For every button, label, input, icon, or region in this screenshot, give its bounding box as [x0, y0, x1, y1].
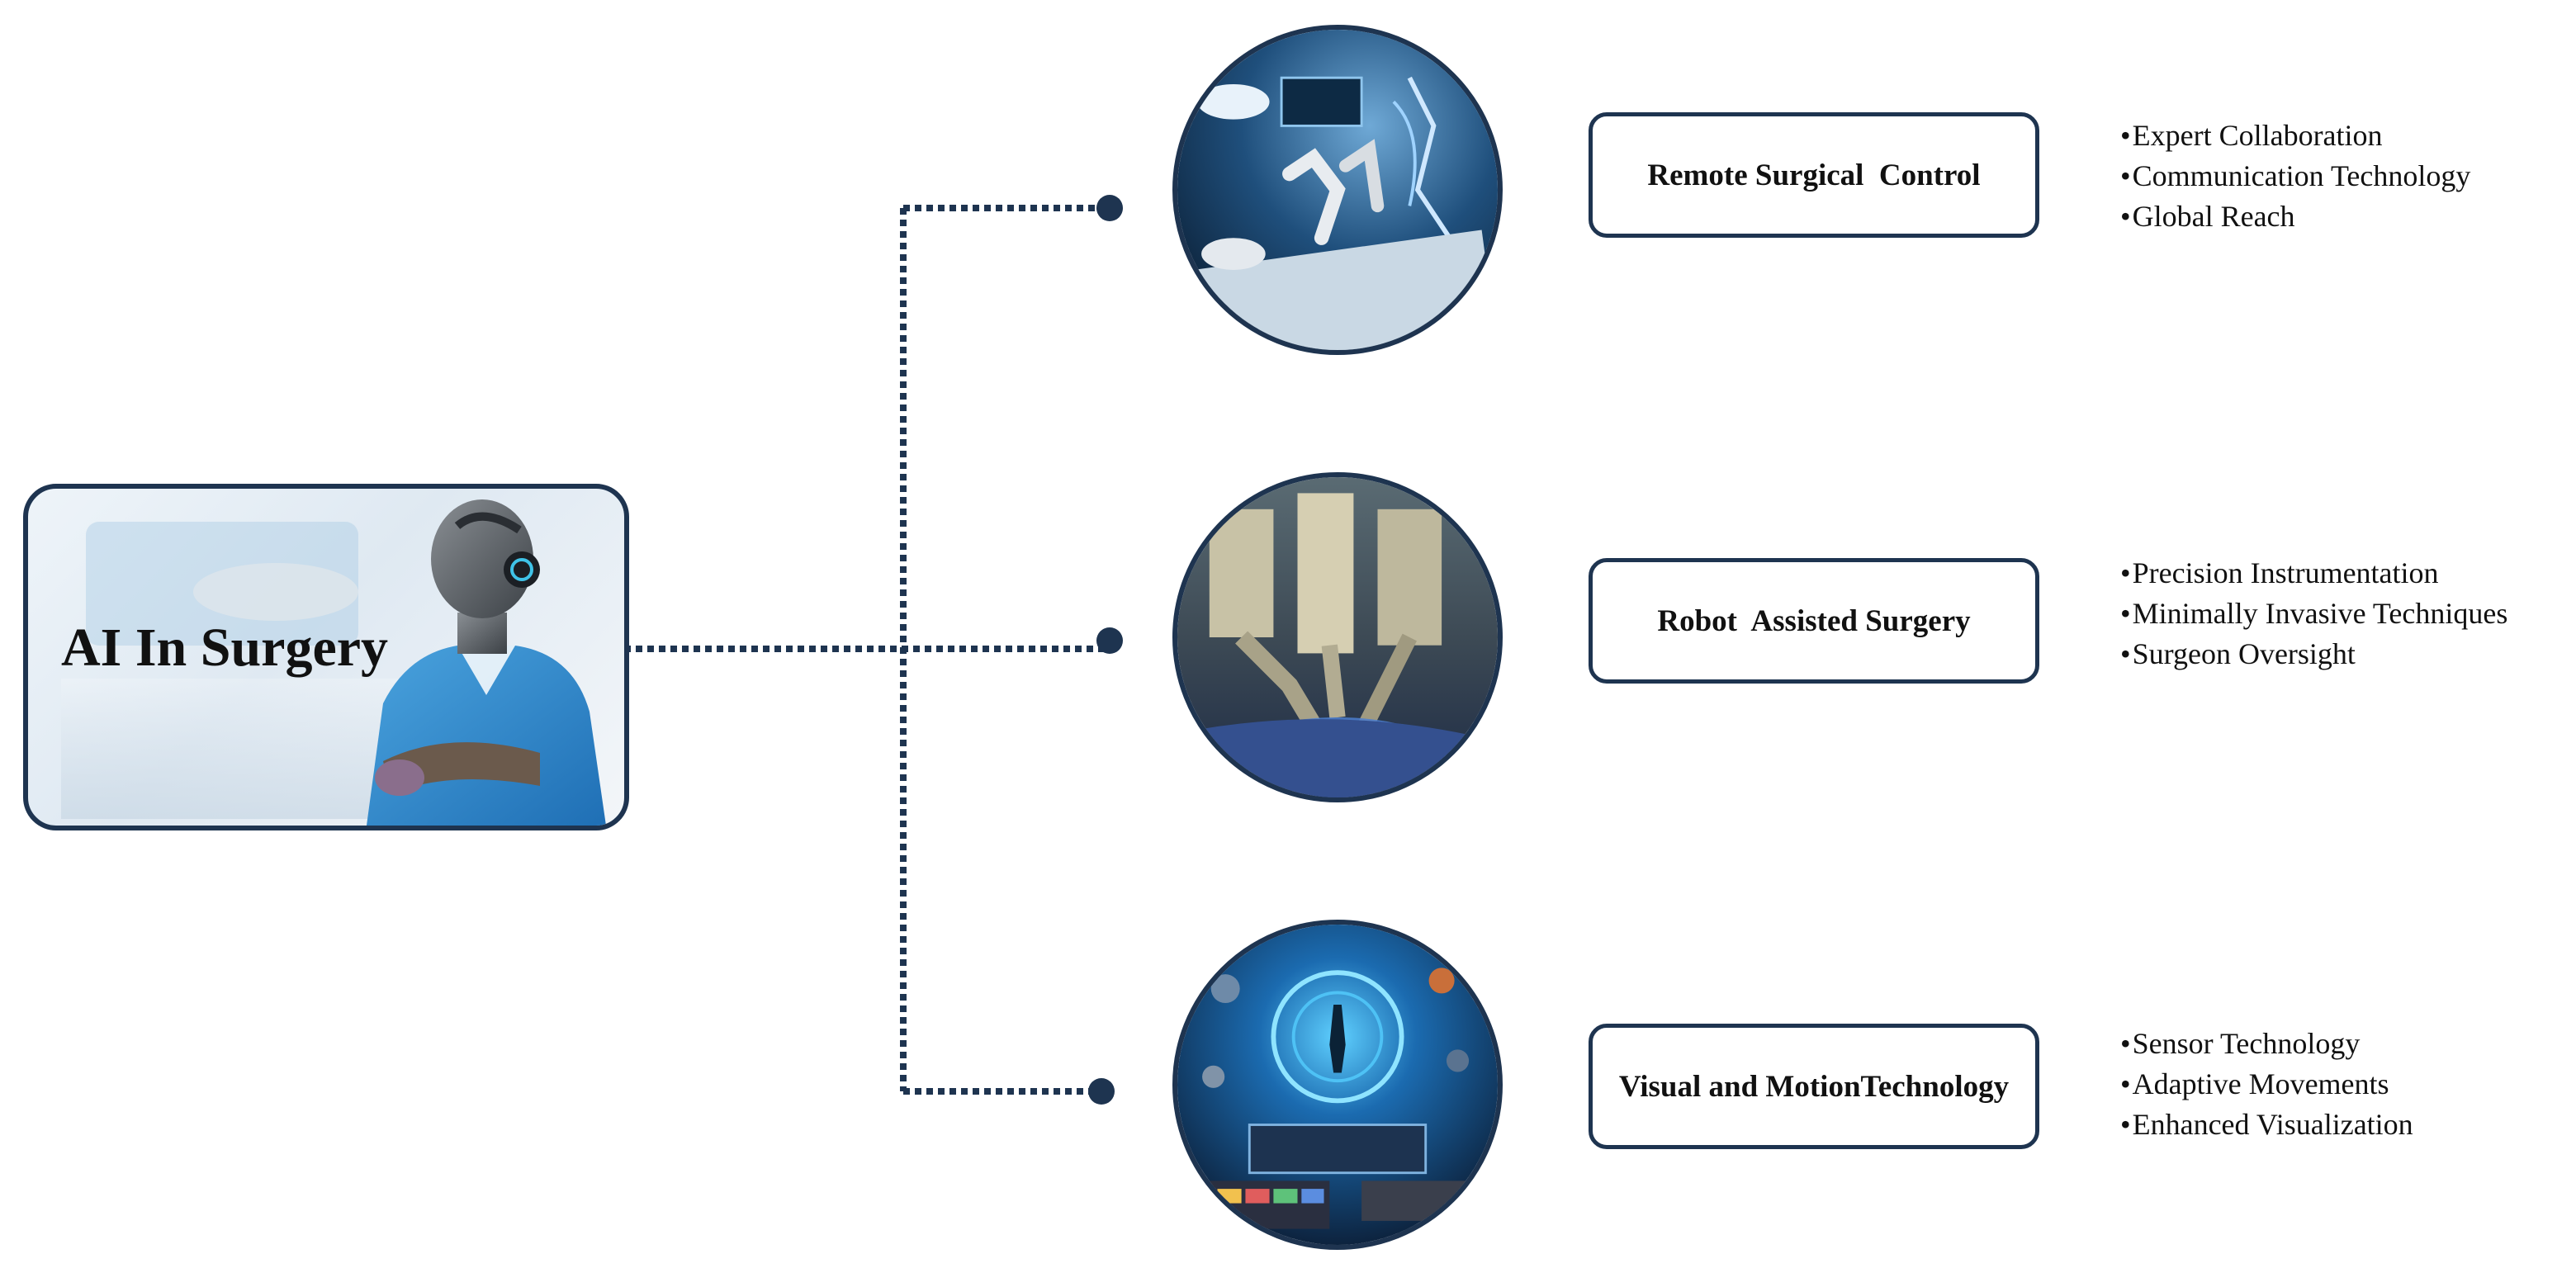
- visual-and-motion-technology-bullets: Sensor Technology Adaptive Movements Enh…: [2120, 1024, 2413, 1145]
- surgical-robot-arms-image: [1172, 472, 1503, 802]
- main-title: AI In Surgery: [61, 617, 389, 678]
- bullet-item: Expert Collaboration: [2120, 116, 2470, 156]
- robot-assisted-surgery-bullets: Precision Instrumentation Minimally Inva…: [2120, 553, 2508, 674]
- remote-surgical-control-box: Remote Surgical Control: [1589, 112, 2039, 238]
- digital-visualization-image: [1172, 920, 1503, 1250]
- bullet-item: Global Reach: [2120, 196, 2470, 237]
- background-lamp: [193, 563, 358, 621]
- connector-dot-top: [1096, 195, 1123, 221]
- bullet-item: Communication Technology: [2120, 156, 2471, 196]
- visual-and-motion-technology-box: Visual and MotionTechnology: [1589, 1024, 2039, 1149]
- bullet-item: Precision Instrumentation: [2120, 553, 2507, 594]
- connector-dot-bottom: [1088, 1078, 1115, 1105]
- robot-assisted-surgery-box: Robot Assisted Surgery: [1589, 558, 2039, 684]
- connector-dot-middle: [1096, 627, 1123, 654]
- bullet-item: Enhanced Visualization: [2120, 1105, 2413, 1145]
- robot-assisted-surgery-label: Robot Assisted Surgery: [1657, 603, 1971, 638]
- bullet-item: Minimally Invasive Techniques: [2120, 594, 2508, 634]
- robotic-surgery-hologram-image: [1172, 25, 1503, 355]
- ai-in-surgery-card: AI In Surgery: [23, 484, 629, 830]
- background-equipment: [61, 679, 408, 819]
- remote-surgical-control-bullets: Expert Collaboration Communication Techn…: [2120, 116, 2471, 237]
- bullet-item: Surgeon Oversight: [2120, 634, 2507, 674]
- android-surgeon-image: [367, 499, 606, 826]
- bullet-item: Sensor Technology: [2120, 1024, 2413, 1064]
- visual-and-motion-technology-label: Visual and MotionTechnology: [1618, 1069, 2010, 1104]
- bullet-item: Adaptive Movements: [2120, 1064, 2413, 1105]
- remote-surgical-control-label: Remote Surgical Control: [1647, 158, 1981, 192]
